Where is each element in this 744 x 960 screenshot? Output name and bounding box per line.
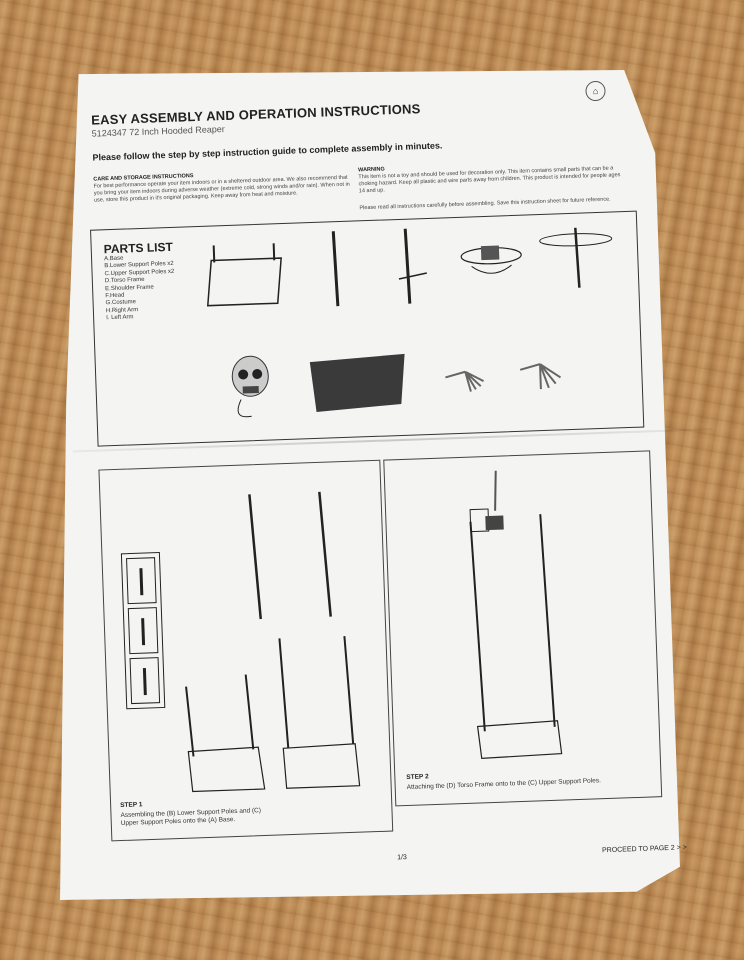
skull-head-illustration xyxy=(231,355,269,418)
torso-frame-illustration xyxy=(460,245,522,274)
costume-illustration xyxy=(309,353,405,412)
read-note: Please read all instructions carefully b… xyxy=(359,196,611,212)
shoulder-frame-illustration xyxy=(539,227,613,288)
right-arm-illustration xyxy=(445,370,485,392)
step2-label: STEP 2 xyxy=(406,773,429,782)
instruction-page: ⌂ EASY ASSEMBLY AND OPERATION INSTRUCTIO… xyxy=(72,65,713,885)
upper-pole-illustration xyxy=(398,228,427,304)
warning-heading: WARNING xyxy=(358,166,385,174)
warning-text: This item is not a toy and should be use… xyxy=(358,165,621,195)
paper-sheet xyxy=(60,70,680,900)
step1-inset-diagram xyxy=(120,551,166,710)
brand-logo-icon: ⌂ xyxy=(585,80,606,102)
instruction-line: Please follow the step by step instructi… xyxy=(92,140,443,163)
step1-label: STEP 1 xyxy=(120,801,143,810)
proceed-link: PROCEED TO PAGE 2 > > xyxy=(601,844,687,855)
step1-assembly-diagram xyxy=(185,491,361,793)
parts-list: A.Base B.Lower Support Poles x2 C.Upper … xyxy=(104,254,176,323)
step2-assembly-diagram xyxy=(469,470,563,760)
lower-pole-illustration xyxy=(331,231,340,307)
page-title: EASY ASSEMBLY AND OPERATION INSTRUCTIONS xyxy=(90,101,421,128)
page-number: 1/3 xyxy=(397,854,408,862)
base-part-illustration xyxy=(206,243,282,307)
left-arm-illustration xyxy=(519,363,562,390)
